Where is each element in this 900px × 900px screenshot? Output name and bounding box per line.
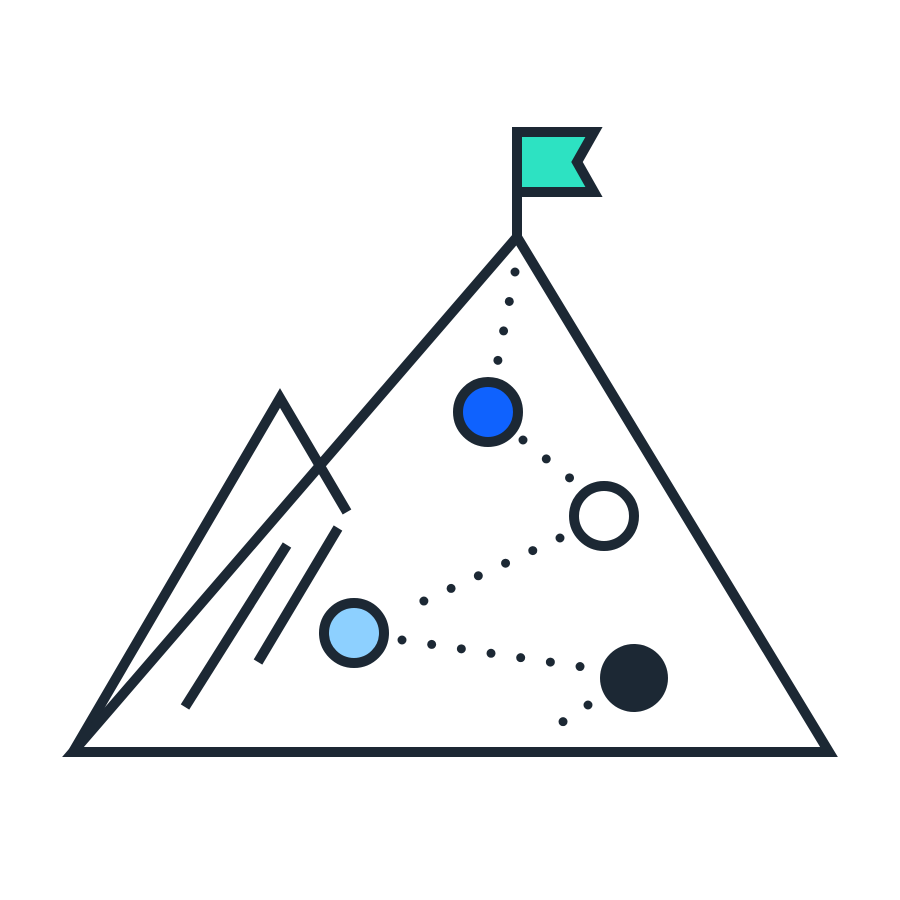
- mountain-ridge-line: [180, 542, 292, 710]
- milestone-dark: [600, 644, 668, 712]
- trail-summit-to-blue: [492, 267, 520, 370]
- trail-light-to-dark: [397, 635, 595, 673]
- milestone-blue: [453, 377, 523, 447]
- milestone-empty: [569, 481, 639, 551]
- trail-blue-to-white: [518, 435, 587, 493]
- small-mountain: [68, 388, 352, 755]
- trail-dark-to-base: [535, 700, 593, 742]
- trail-dots: [393, 267, 595, 742]
- large-mountain: [62, 228, 838, 757]
- flag-icon: [512, 127, 603, 197]
- mountain-outlines: [62, 127, 838, 757]
- trail-white-to-light: [393, 533, 565, 618]
- milestone-light-blue: [319, 598, 389, 668]
- mountain-ridge-line: [253, 525, 343, 665]
